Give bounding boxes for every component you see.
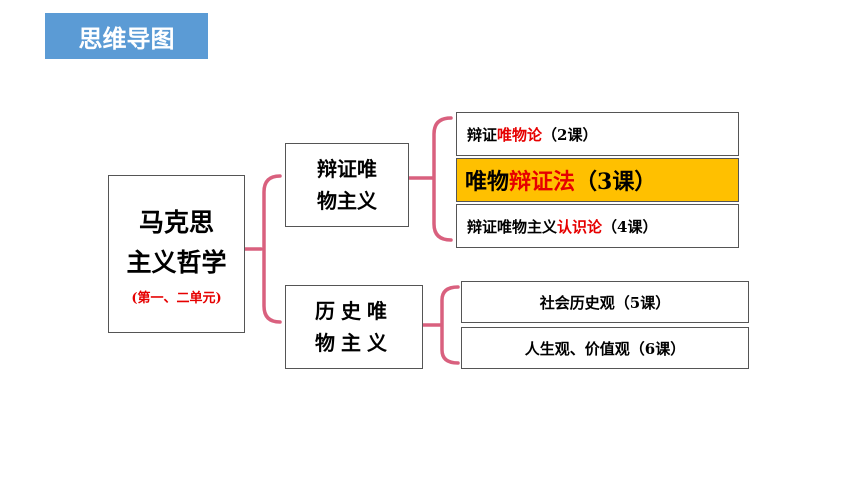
branch-label-line1: 历史唯 — [315, 299, 393, 323]
branch-label-line2: 物主义 — [315, 331, 393, 355]
leaf-text: 人生观、价值观（6课） — [524, 339, 686, 358]
leaf-text: 辩证 — [467, 125, 498, 144]
branch-label-line1: 辩证唯 — [317, 157, 377, 181]
branch-node-historical-materialism: 历史唯 物主义 — [285, 285, 423, 369]
page-title: 思维导图 — [78, 24, 175, 53]
leaf-text: （4课） — [602, 217, 658, 236]
leaf-node-highlighted: 唯物辩证法（3课） — [456, 158, 739, 202]
root-label-line1: 马克思 — [138, 207, 214, 237]
leaf-node: 辩证唯物主义认识论（4课） — [456, 204, 739, 248]
leaf-text: （3课） — [575, 169, 657, 195]
leaf-text: 辩证唯物主义 — [467, 217, 558, 236]
root-sublabel: (第一、二单元) — [131, 290, 222, 306]
leaf-highlight-text: 认识论 — [557, 217, 603, 236]
leaf-highlight-text: 唯物论 — [497, 125, 543, 144]
root-label-line2: 主义哲学 — [126, 247, 227, 277]
leaf-text: 唯物 — [465, 169, 510, 195]
branch-node-dialectical-materialism: 辩证唯 物主义 — [285, 143, 409, 227]
branch-1-bracket — [407, 116, 453, 242]
leaf-node: 辩证唯物论（2课） — [456, 112, 739, 156]
root-bracket — [243, 174, 282, 324]
leaf-node: 社会历史观（5课） — [461, 281, 749, 323]
root-node: 马克思 主义哲学 (第一、二单元) — [108, 175, 245, 333]
leaf-node: 人生观、价值观（6课） — [461, 327, 749, 369]
title-banner: 思维导图 — [45, 13, 208, 59]
leaf-text: 社会历史观（5课） — [539, 293, 671, 312]
branch-label-line2: 物主义 — [317, 189, 377, 213]
leaf-text: （2课） — [542, 125, 598, 144]
branch-2-bracket — [421, 285, 460, 365]
leaf-highlight-text: 辩证法 — [509, 169, 576, 195]
